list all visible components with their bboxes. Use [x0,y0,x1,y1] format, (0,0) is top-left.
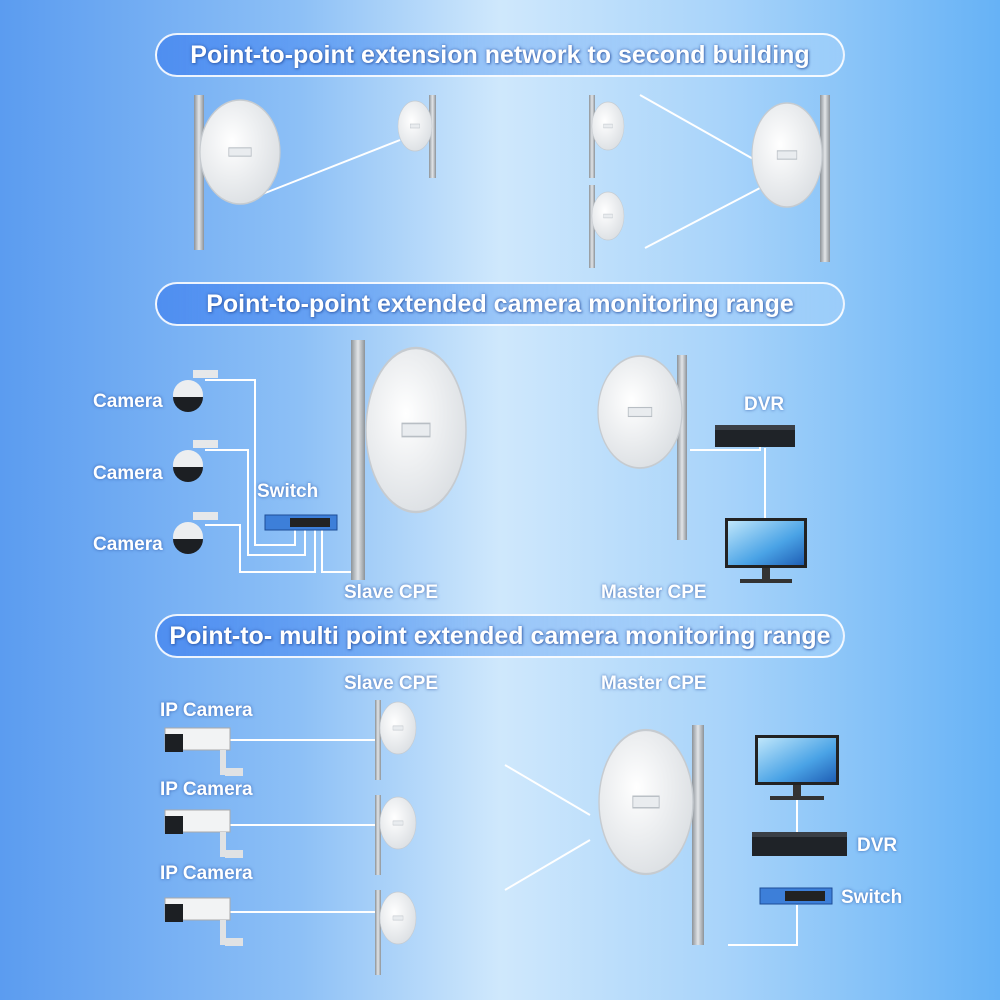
slave-cpe-label: Slave CPE [344,673,438,694]
pole [589,185,595,268]
section-title: Point-to-point extension network to seco… [190,40,810,69]
pole [375,890,381,975]
dish-antenna [591,101,625,151]
section-title-pill: Point-to-point extended camera monitorin… [155,282,845,326]
dish-antenna-master [597,355,683,469]
pole [589,95,595,178]
pole [677,355,687,540]
link-line [639,94,756,161]
link-lines [205,94,798,946]
dvr-label: DVR [744,394,785,415]
pole [820,95,830,262]
section-title: Point-to-point extended camera monitorin… [206,289,794,318]
dish-antenna-slave [379,701,417,755]
monitor-1 [725,518,807,583]
dish-antenna-slave [379,796,417,850]
monitor-2 [755,735,839,800]
slave-cpe-label: Slave CPE [344,582,438,603]
dish-antenna [199,99,281,205]
ip-camera-label: IP Camera [160,700,253,721]
ptz-cameras [173,370,218,554]
dvr-label: DVR [857,835,898,856]
switch-label: Switch [257,481,319,502]
ptz-camera-icon [173,512,218,554]
master-cpe-label: Master CPE [601,582,707,603]
switch-label: Switch [841,887,903,908]
ip-camera-label: IP Camera [160,779,253,800]
section-title-pill: Point-to- multi point extended camera mo… [155,614,845,658]
cable [321,530,356,573]
dish-antenna [751,102,823,208]
dvr-1 [715,425,795,447]
cable [205,524,316,573]
ptz-camera-icon [173,440,218,482]
ip-cameras [164,727,243,946]
dvr-2 [752,832,847,856]
camera-label: Camera [93,463,163,484]
pole [375,795,381,875]
pole [429,95,436,178]
ip-camera-label: IP Camera [160,863,253,884]
camera-label: Camera [93,534,163,555]
link-line [644,187,761,249]
pole [375,700,381,780]
camera-label: Camera [93,391,163,412]
ip-camera-icon [164,727,243,776]
link-line [504,764,591,816]
dish-antenna-slave [379,891,417,945]
master-cpe-label: Master CPE [601,673,707,694]
ip-camera-icon [164,897,243,946]
ip-camera-icon [164,809,243,858]
cable [205,379,296,546]
pole [351,340,365,580]
section-title: Point-to- multi point extended camera mo… [169,621,831,650]
ptz-camera-icon [173,370,218,412]
cable [728,905,798,946]
switch-2 [759,887,833,905]
section-title-pill: Point-to-point extension network to seco… [155,33,845,77]
dish-antenna-master [597,728,695,876]
pole [194,95,204,250]
dish-antenna [591,191,625,241]
cable [205,449,306,556]
poles [194,95,830,975]
pole [692,725,704,945]
switch-1 [264,514,338,531]
link-line [504,839,591,891]
link-line [259,139,401,196]
dish-antenna [397,100,433,152]
dish-antenna-slave [364,346,468,514]
